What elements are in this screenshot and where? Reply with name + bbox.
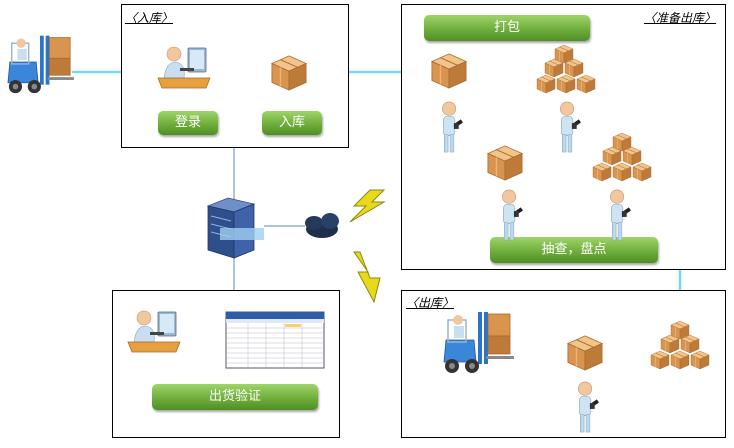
box-pyramid-icon: [650, 320, 710, 370]
scanner-worker-icon: [609, 189, 632, 241]
box-pyramid-icon: [592, 132, 652, 182]
inbound-button[interactable]: 入库: [262, 111, 322, 135]
spreadsheet-icon: [225, 311, 325, 369]
outbound-panel-title: 〈出库〉: [406, 296, 455, 310]
forklift-icon: [7, 34, 75, 94]
lightning-icon: [349, 189, 386, 223]
worker-at-computer-icon: [157, 46, 211, 89]
scanner-worker-icon: [559, 101, 582, 153]
lightning-icon: [353, 251, 381, 304]
cardboard-box-icon: [487, 145, 523, 181]
cardboard-box-icon: [271, 55, 307, 91]
pack-button[interactable]: 打包: [424, 15, 590, 41]
forklift-icon: [443, 311, 515, 374]
cardboard-box-icon: [567, 335, 603, 371]
worker-at-computer-icon: [127, 310, 181, 353]
cloud-icon: [305, 213, 339, 238]
box-pyramid-icon: [536, 44, 596, 94]
cardboard-box-icon: [431, 53, 467, 89]
spot-check-button[interactable]: 抽查，盘点: [490, 237, 658, 263]
shipment-verify-button[interactable]: 出货验证: [152, 384, 318, 410]
login-button[interactable]: 登录: [158, 111, 218, 135]
prepare-outbound-panel-title: 〈准备出库〉: [644, 11, 717, 25]
scanner-worker-icon: [577, 381, 600, 433]
server-icon: [206, 197, 264, 259]
scanner-worker-icon: [501, 189, 524, 241]
inbound-panel-title: 〈入库〉: [125, 11, 174, 25]
scanner-worker-icon: [441, 101, 464, 153]
